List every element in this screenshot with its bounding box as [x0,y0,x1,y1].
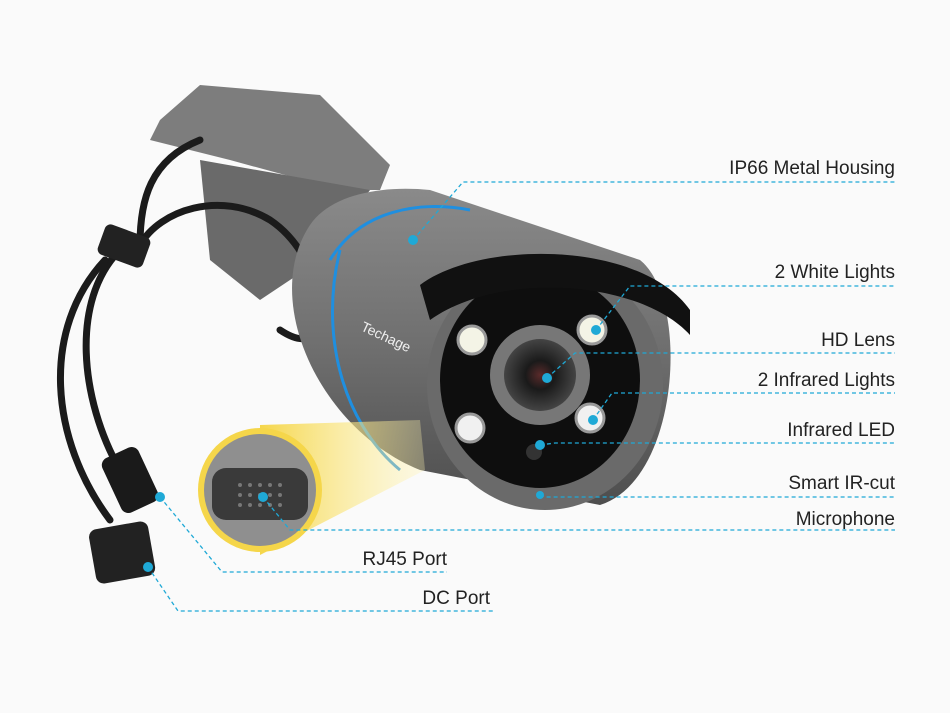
label-rj45: RJ45 Port [362,549,447,570]
label-lens: HD Lens [821,330,895,351]
microphone-inset [198,420,425,555]
label-infrared-led: Infrared LED [787,420,895,441]
label-infrared-lights: 2 Infrared Lights [757,370,895,391]
label-dc: DC Port [422,588,490,609]
callout-dots [143,235,601,572]
cables [57,136,324,584]
label-microphone: Microphone [795,509,895,530]
label-housing: IP66 Metal Housing [729,158,895,179]
label-white-lights: 2 White Lights [774,262,895,283]
label-ir-cut: Smart IR-cut [788,473,895,494]
